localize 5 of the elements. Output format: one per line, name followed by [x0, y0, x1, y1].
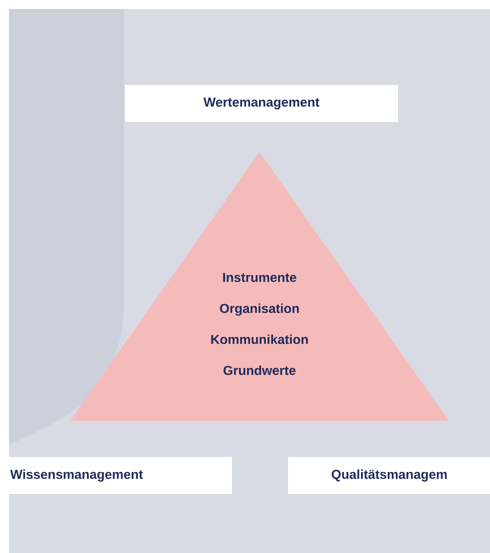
node-label: Wissensmanagement: [10, 469, 143, 482]
pyramid-triangle: Instrumente Organisation Kommunikation Grundwerte: [70, 152, 449, 421]
label-box: Qualitätsmanagem: [288, 457, 490, 494]
label-box: Wissensmanagement: [9, 457, 232, 494]
label-box: Wertemanagement: [125, 85, 398, 122]
